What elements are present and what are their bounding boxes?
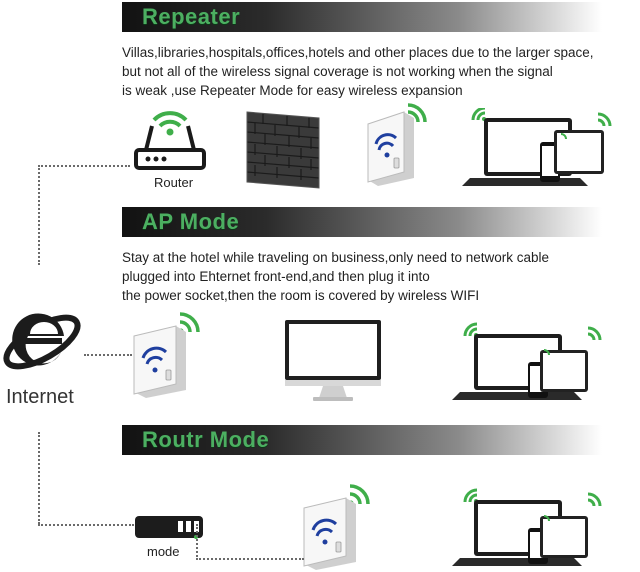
repeater-banner: Repeater [122,2,602,32]
connector-line [38,165,130,168]
ap-client-devices-image [452,322,627,402]
ap-title: AP Mode [142,209,240,234]
ap-line: the power socket,then the room is covere… [122,288,480,303]
repeater-line: is weak ,use Repeater Mode for easy wire… [122,83,463,98]
client-devices-image [440,108,615,188]
monitor-image [283,318,383,402]
repeater-description: Villas,libraries,hospitals,offices,hotel… [122,43,637,100]
ap-line: Stay at the hotel while traveling on bus… [122,250,550,265]
ap-line: plugged into Ehternet front-end,and then… [122,269,430,284]
connector-line [38,432,41,524]
modem-icon [134,515,204,539]
repeater-title: Repeater [142,4,241,29]
connector-line [196,524,199,560]
brick-wall-image [243,110,323,190]
modem-label: mode [147,544,180,559]
internet-explorer-icon [2,298,84,384]
connector-line [84,354,132,357]
connector-line [38,524,134,527]
repeater-line: but not all of the wireless signal cover… [122,64,553,79]
ap-repeater-device-icon [128,308,204,398]
router-mode-title: Routr Mode [142,427,270,452]
router-label: Router [154,175,194,190]
router-icon [130,104,210,174]
internet-label: Internet [6,386,74,408]
router-mode-client-devices-image [452,488,627,568]
connector-line [38,165,41,265]
repeater-device-icon [358,102,430,188]
ap-description: Stay at the hotel while traveling on bus… [122,248,637,305]
ap-banner: AP Mode [122,207,602,237]
router-mode-banner: Routr Mode [122,425,602,455]
router-mode-repeater-device-icon [298,480,374,570]
repeater-line: Villas,libraries,hospitals,offices,hotel… [122,45,594,60]
connector-line [196,558,304,561]
